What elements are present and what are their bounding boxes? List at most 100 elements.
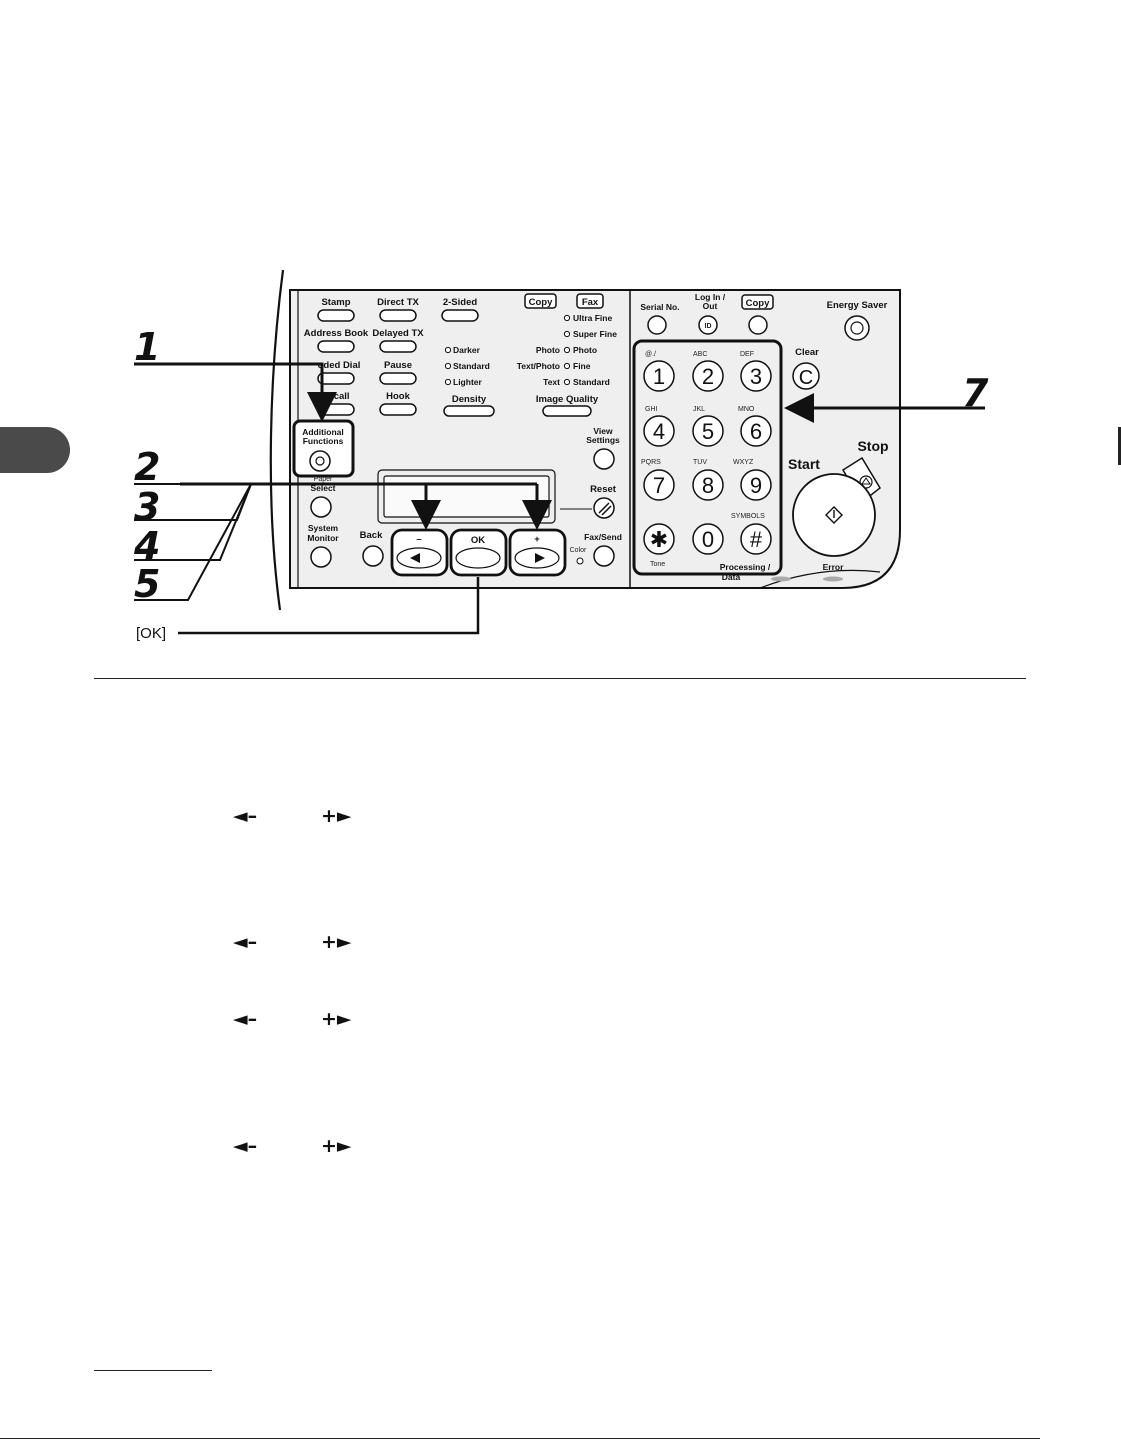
iq-super-fine: Super Fine — [573, 329, 617, 339]
address-book-label: Address Book — [304, 328, 369, 339]
start-icon — [825, 506, 843, 524]
step-1-right-key: +► — [321, 805, 352, 827]
coded-dial-label: oded Dial — [318, 360, 361, 371]
coded-dial-button[interactable] — [317, 372, 355, 385]
recall-label: ecall — [328, 391, 349, 402]
key-5[interactable] — [692, 415, 724, 447]
callout-2: 2 — [134, 445, 160, 489]
clear-label: Clear — [795, 347, 819, 358]
pause-button[interactable] — [379, 372, 417, 385]
key-hash[interactable] — [740, 523, 772, 555]
back-label: Back — [360, 530, 383, 541]
image-quality-label: Image Quality — [536, 394, 599, 405]
section-divider — [94, 678, 1026, 679]
key-2[interactable] — [692, 360, 724, 392]
back-button[interactable] — [362, 545, 384, 567]
right-arrow-icon — [535, 553, 545, 563]
key-hash-letters: SYMBOLS — [731, 513, 765, 520]
key-0-digit: 0 — [702, 527, 714, 552]
energy-saver-button[interactable] — [844, 315, 870, 341]
key-4-letters: GHI — [645, 406, 658, 413]
density-button[interactable] — [443, 405, 495, 417]
view-settings-button[interactable] — [593, 448, 615, 470]
additional-functions-label-2: Functions — [303, 436, 344, 446]
error-label: Error — [823, 562, 844, 572]
key-3-digit: 3 — [750, 364, 762, 389]
leader-1 — [134, 362, 337, 422]
stamp-button[interactable] — [317, 309, 355, 322]
key-4[interactable] — [643, 415, 675, 447]
key-star[interactable] — [643, 523, 675, 555]
step-2-left-key: ◄– — [233, 931, 257, 953]
image-quality-button[interactable] — [542, 405, 592, 417]
hook-label: Hook — [386, 391, 410, 402]
key-1-letters: @./ — [645, 351, 656, 358]
copy-button[interactable] — [748, 315, 768, 335]
data-label: Data — [722, 572, 741, 582]
key-3[interactable] — [740, 360, 772, 392]
copy-right-label: Copy — [746, 298, 770, 309]
iq-photo: Photo — [573, 345, 597, 355]
key-4-digit: 4 — [653, 419, 665, 444]
key-1-digit: 1 — [653, 364, 665, 389]
key-2-letters: ABC — [693, 351, 707, 358]
step-3-left-key: ◄– — [233, 1008, 257, 1030]
key-7[interactable] — [643, 469, 675, 501]
view-settings-label-1: View — [593, 426, 613, 436]
additional-functions-label-1: Additional — [302, 427, 344, 437]
hook-button[interactable] — [379, 403, 417, 416]
color-label: Color — [570, 547, 587, 554]
density-darker: Darker — [453, 345, 481, 355]
key-7-letters: PQRS — [641, 459, 661, 466]
key-9[interactable] — [740, 469, 772, 501]
leader-ok — [178, 577, 480, 635]
clear-button[interactable] — [792, 362, 820, 390]
two-sided-button[interactable] — [441, 309, 479, 322]
log-in-out-button[interactable] — [698, 315, 718, 335]
log-in-out-label-1: Log In / — [695, 292, 726, 302]
direct-tx-button[interactable] — [379, 309, 417, 322]
system-monitor-button[interactable] — [310, 546, 332, 568]
leader-5 — [134, 483, 252, 601]
system-monitor-label-2: Monitor — [307, 533, 339, 543]
callout-5: 5 — [134, 562, 160, 606]
additional-functions-button[interactable] — [309, 450, 331, 472]
key-2-digit: 2 — [702, 364, 714, 389]
paper-select-button[interactable] — [310, 496, 332, 518]
footnote-rule — [94, 1370, 212, 1371]
density-lighter: Lighter — [453, 377, 482, 387]
direct-tx-label: Direct TX — [377, 297, 419, 308]
energy-saver-label: Energy Saver — [827, 300, 888, 311]
key-6[interactable] — [740, 415, 772, 447]
key-9-digit: 9 — [750, 473, 762, 498]
key-6-letters: MNO — [738, 406, 755, 413]
step-4-left-key: ◄– — [233, 1135, 257, 1157]
step-1-left-key: ◄– — [233, 805, 257, 827]
reset-label: Reset — [590, 484, 617, 495]
reset-icon — [598, 502, 610, 514]
key-5-digit: 5 — [702, 419, 714, 444]
key-8-digit: 8 — [702, 473, 714, 498]
clear-icon: C — [799, 367, 813, 389]
ok-label: OK — [471, 535, 485, 546]
minus-sign: – — [416, 534, 421, 545]
key-1[interactable] — [643, 360, 675, 392]
control-panel-diagram: Stamp Direct TX 2-Sided Copy Fax Address… — [133, 269, 989, 642]
color-indicator — [576, 557, 584, 565]
key-8[interactable] — [692, 469, 724, 501]
serial-no-button[interactable] — [647, 315, 667, 335]
footer-rule — [0, 1438, 1040, 1439]
panel-left-curve — [269, 269, 285, 611]
paper-select-label-1: Paper — [314, 476, 333, 483]
iq-fine: Fine — [573, 361, 591, 371]
iq-left-photo: Photo — [536, 345, 560, 355]
address-book-button[interactable] — [317, 340, 355, 353]
ok-callout-label: [OK] — [136, 625, 166, 642]
system-monitor-label-1: System — [308, 523, 339, 533]
pause-label: Pause — [384, 360, 412, 371]
key-9-letters: WXYZ — [733, 459, 754, 466]
key-0[interactable] — [692, 523, 724, 555]
delayed-tx-button[interactable] — [379, 340, 417, 353]
fax-send-button[interactable] — [593, 545, 615, 567]
